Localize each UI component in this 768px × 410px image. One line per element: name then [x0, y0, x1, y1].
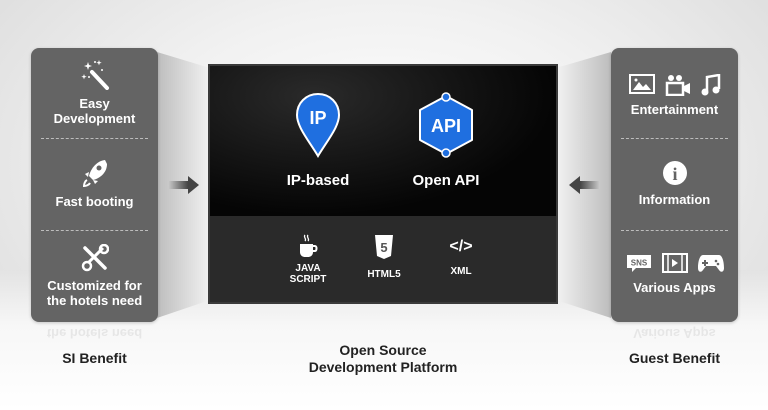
film-icon [661, 253, 688, 273]
rocket-icon [82, 160, 107, 188]
divider [41, 138, 148, 139]
entertainment-label: Entertainment [630, 102, 719, 117]
sns-text: SNS [630, 259, 647, 268]
open-api-feature: API Open API [386, 92, 506, 189]
fast-booting-label: Fast booting [55, 194, 134, 209]
html5-shield-icon: 5 [375, 235, 393, 259]
easy-development-item: Easy Development [31, 58, 158, 126]
fast-booting-item: Fast booting [31, 158, 158, 209]
platform-screen: IP IP-based API Open API JAVA SCRIPT 5 H… [210, 66, 556, 302]
guest-benefit-caption: Guest Benefit [628, 350, 720, 366]
video-camera-icon [665, 75, 690, 96]
html5-badge: 5 [380, 240, 387, 255]
reflection: Various Apps [633, 326, 716, 341]
entertainment-item: Entertainment [611, 74, 738, 117]
sns-icon: SNS [626, 255, 651, 272]
hotels-need-label: the hotels need [46, 293, 143, 308]
ip-based-label: IP-based [286, 172, 350, 189]
api-badge-text: API [431, 116, 461, 136]
development-label: Development [53, 111, 136, 126]
java-label: JAVA [295, 263, 321, 274]
arrow-right-icon [168, 176, 199, 194]
info-glyph: i [672, 164, 677, 184]
information-label: Information [638, 192, 711, 207]
easy-label: Easy [79, 96, 110, 111]
platform-caption-line-1: Open Source [339, 342, 427, 358]
gamepad-icon [697, 255, 724, 272]
xml-label: XML [450, 266, 472, 277]
divider [41, 230, 148, 231]
divider [621, 138, 728, 139]
ip-badge-text: IP [309, 108, 326, 128]
script-label: SCRIPT [289, 274, 327, 285]
arrow-left-icon [569, 176, 600, 194]
information-item: i Information [611, 160, 738, 207]
guest-benefit-panel: Entertainment i Information SNS Various … [611, 48, 738, 322]
tools-icon [81, 244, 109, 272]
image-icon [628, 74, 655, 94]
platform-caption-line-2: Development Platform [308, 359, 458, 375]
open-api-label: Open API [412, 172, 480, 189]
html5-tech: 5 HTML5 [349, 234, 419, 280]
divider [621, 230, 728, 231]
customized-label: Customized for [47, 278, 142, 293]
html5-label: HTML5 [367, 269, 401, 280]
xml-tech: </> XML [426, 234, 496, 277]
si-benefit-caption: SI Benefit [62, 350, 127, 366]
ip-based-feature: IP IP-based [258, 92, 378, 189]
reflection: the hotels need [46, 326, 143, 341]
magic-wand-icon [80, 60, 109, 90]
map-pin-icon: IP [295, 92, 341, 158]
info-icon: i [662, 161, 687, 185]
coffee-cup-icon [300, 234, 318, 257]
javascript-tech: JAVA SCRIPT [273, 234, 343, 285]
code-icon: </> [449, 238, 473, 255]
various-apps-item: SNS Various Apps [611, 252, 738, 295]
si-benefit-panel: Easy Development Fast booting Customized… [31, 48, 158, 322]
customized-item: Customized for the hotels need [31, 244, 158, 308]
api-hexagon-icon: API [419, 92, 473, 158]
platform-caption: Open Source Development Platform [233, 342, 533, 376]
music-note-icon [701, 74, 720, 96]
various-apps-label: Various Apps [633, 280, 716, 295]
